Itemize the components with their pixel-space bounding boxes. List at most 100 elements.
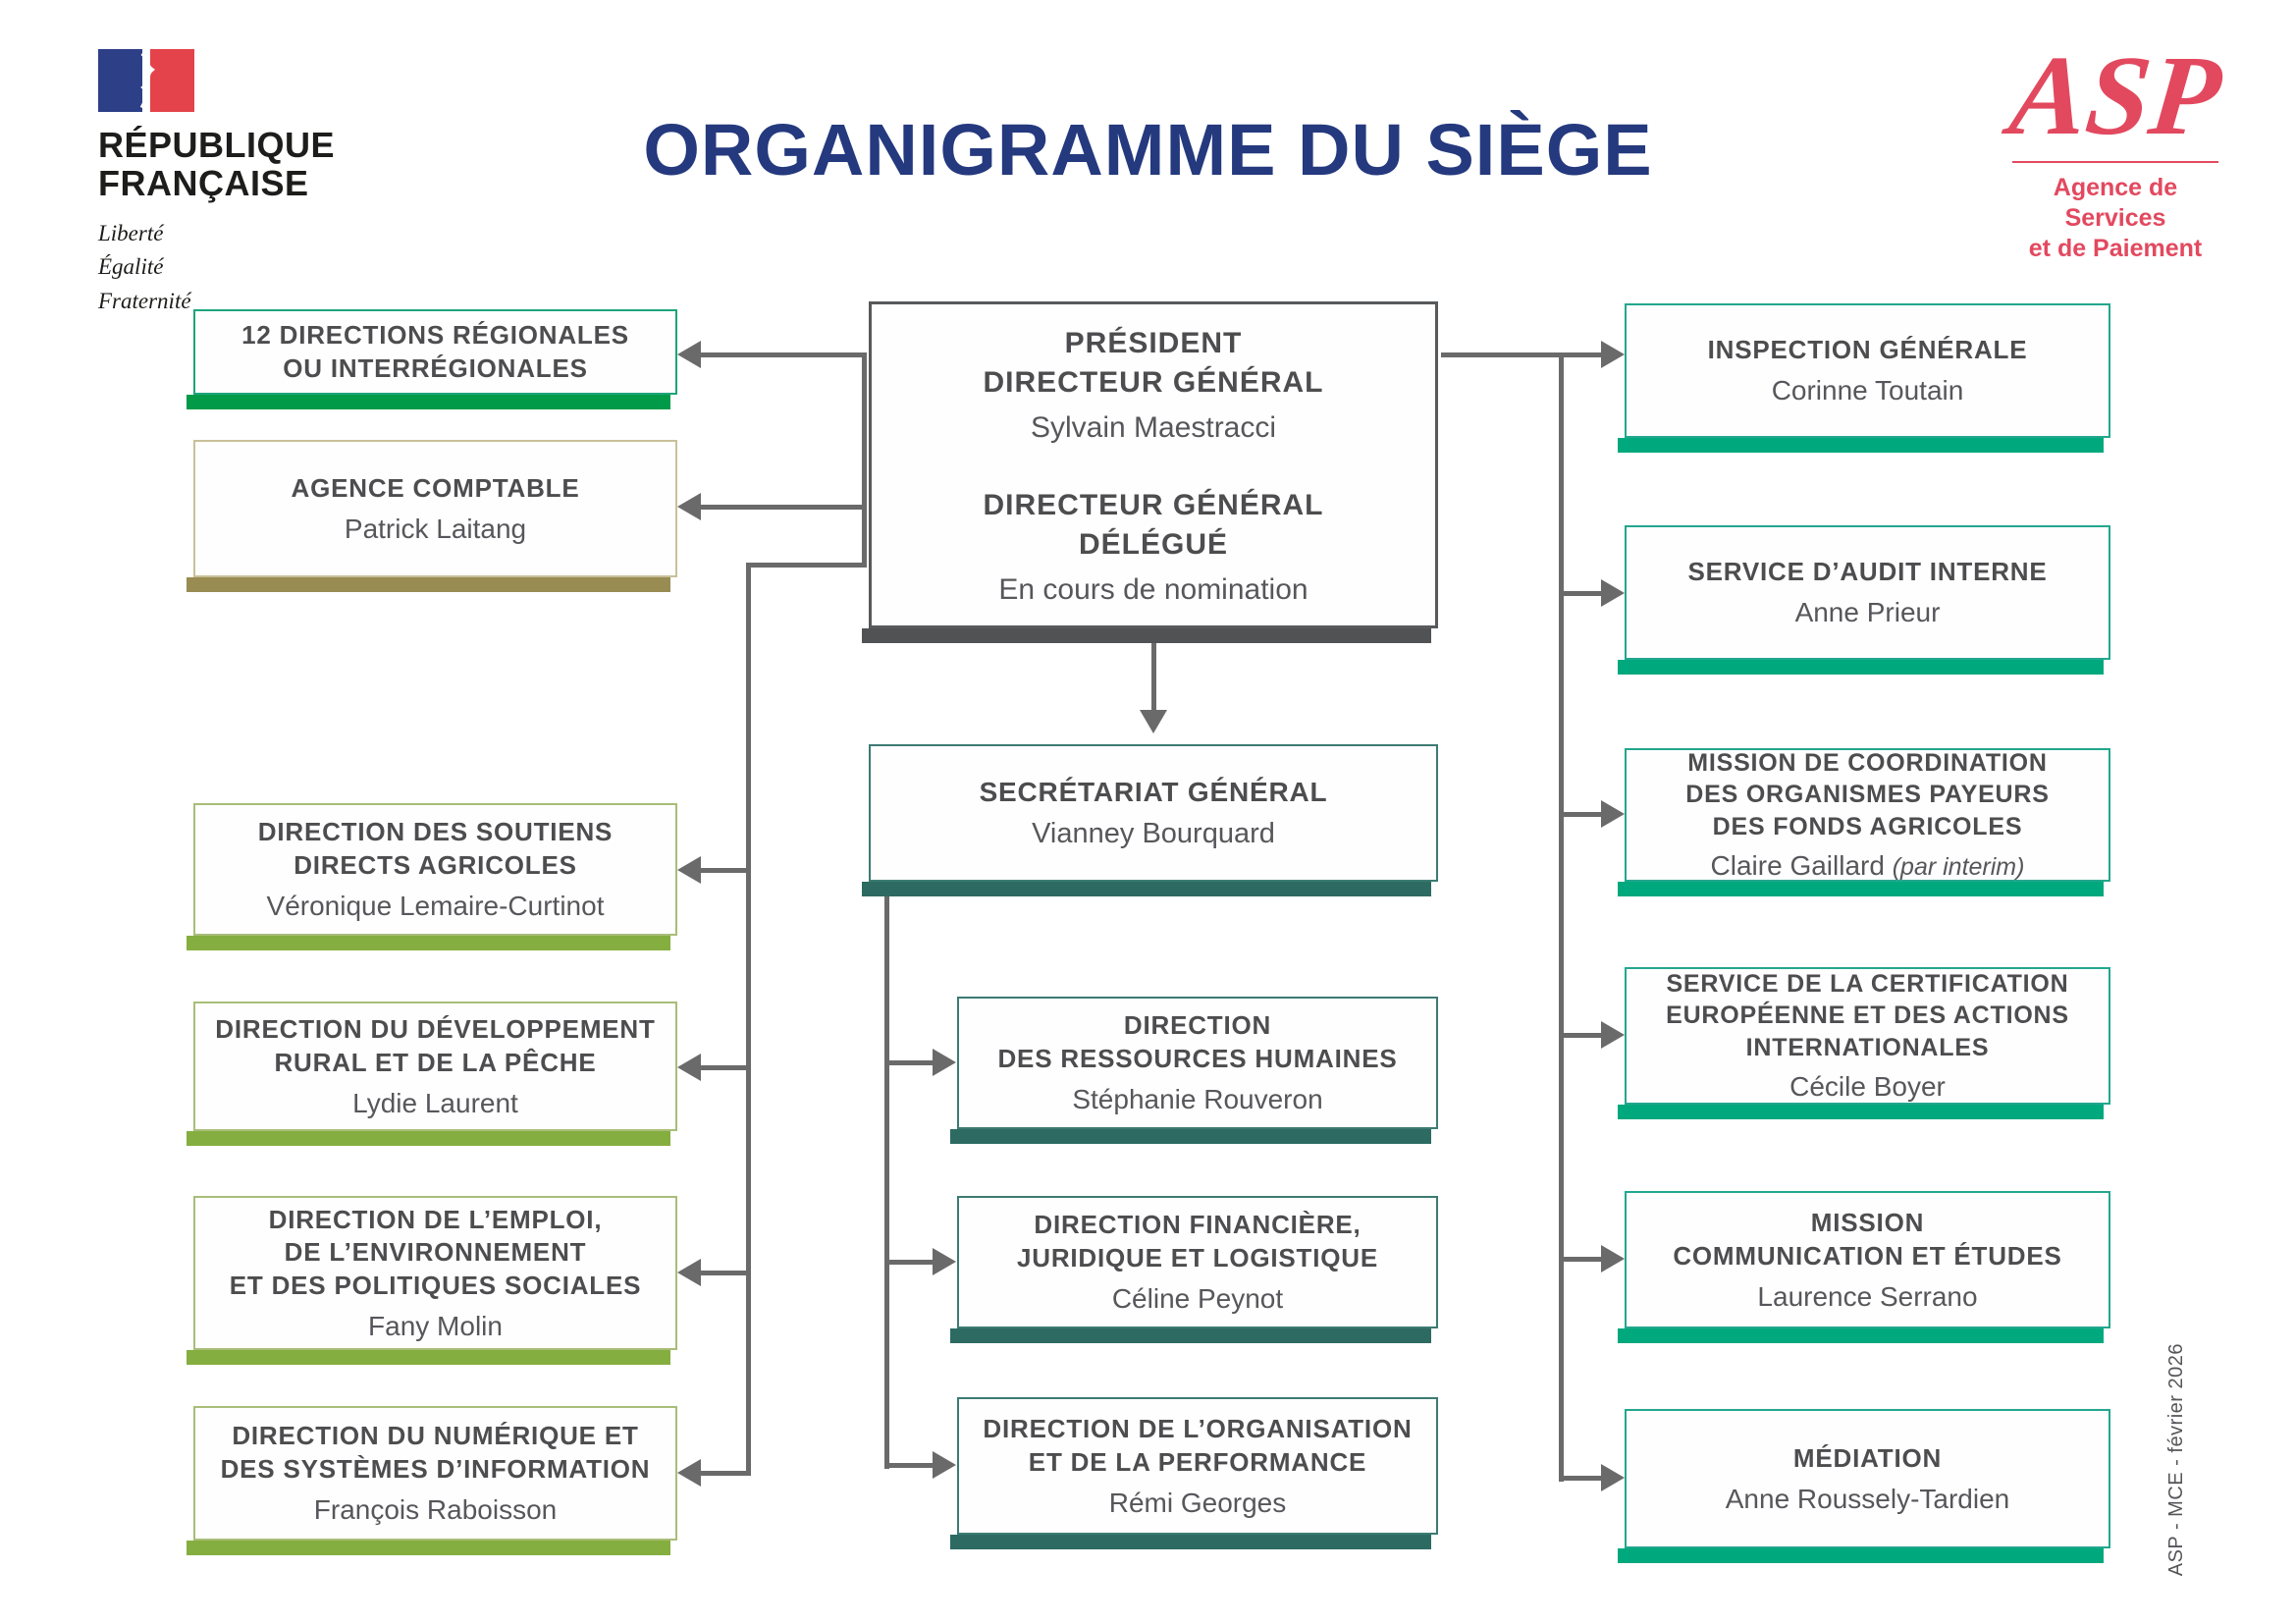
box-accent-bar: [187, 1131, 670, 1146]
arrowhead-right-icon: [1601, 800, 1625, 828]
connector-line: [699, 1271, 751, 1275]
box-title: DIRECTION DES SOUTIENS DIRECTS AGRICOLES: [257, 817, 614, 881]
connector-line: [862, 352, 867, 568]
box-direction-ressources-humaines: DIRECTION DES RESSOURCES HUMAINES Stépha…: [950, 997, 1438, 1144]
box-person: Sylvain Maestracci: [1030, 410, 1277, 444]
box-card: DIRECTION DES RESSOURCES HUMAINES Stépha…: [957, 997, 1438, 1129]
asp-subtitle-line1: Agence de Services: [2053, 173, 2178, 233]
box-title: DIRECTION DU DÉVELOPPEMENT RURAL ET DE L…: [215, 1013, 656, 1077]
republique-wordmark: RÉPUBLIQUE FRANÇAISE: [98, 125, 353, 203]
arrowhead-left-icon: [677, 856, 701, 884]
asp-logo-divider: [2012, 160, 2218, 163]
box-person: Stéphanie Rouveron: [1072, 1084, 1323, 1114]
box-title: DIRECTION DE L’EMPLOI, DE L’ENVIRONNEMEN…: [229, 1204, 642, 1301]
box-title: DIRECTION FINANCIÈRE, JURIDIQUE ET LOGIS…: [1017, 1210, 1378, 1273]
arrowhead-down-icon: [1140, 710, 1167, 733]
box-direction-soutiens-directs-agricoles: DIRECTION DES SOUTIENS DIRECTS AGRICOLES…: [187, 803, 677, 950]
arrowhead-right-icon: [1601, 579, 1625, 607]
arrowhead-left-icon: [677, 1459, 701, 1487]
asp-subtitle: Agence de Services et de Paiement: [2002, 173, 2228, 265]
connector-line: [884, 896, 889, 1469]
box-person: Vianney Bourquard: [1032, 818, 1275, 850]
box-accent-bar: [950, 1535, 1431, 1549]
connector-line: [889, 1260, 934, 1265]
box-person: Laurence Serrano: [1757, 1280, 1978, 1312]
connector-line: [1564, 812, 1601, 817]
box-card: DIRECTION DES SOUTIENS DIRECTS AGRICOLES…: [193, 803, 677, 936]
connector-line: [699, 352, 867, 357]
connector-line: [699, 868, 751, 873]
box-title: INSPECTION GÉNÉRALE: [1707, 335, 2028, 365]
box-direction-developpement-rural-peche: DIRECTION DU DÉVELOPPEMENT RURAL ET DE L…: [187, 1001, 677, 1146]
box-direction-numerique-systemes-information: DIRECTION DU NUMÉRIQUE ET DES SYSTÈMES D…: [187, 1406, 677, 1555]
box-title: MISSION DE COORDINATION DES ORGANISMES P…: [1685, 748, 2050, 840]
connector-line: [746, 563, 867, 568]
box-directions-regionales: 12 DIRECTIONS RÉGIONALES OU INTERRÉGIONA…: [187, 309, 677, 409]
box-card: SERVICE DE LA CERTIFICATION EUROPÉENNE E…: [1625, 967, 2110, 1105]
motto-liberte: Liberté: [98, 220, 164, 245]
connector-line: [699, 505, 867, 510]
box-mediation: MÉDIATION Anne Roussely-Tardien: [1618, 1409, 2110, 1563]
box-card: DIRECTION FINANCIÈRE, JURIDIQUE ET LOGIS…: [957, 1196, 1438, 1328]
box-card: MISSION DE COORDINATION DES ORGANISMES P…: [1625, 748, 2110, 882]
arrowhead-left-icon: [677, 1259, 701, 1286]
arrowhead-left-icon: [677, 493, 701, 520]
box-service-audit-interne: SERVICE D’AUDIT INTERNE Anne Prieur: [1618, 525, 2110, 675]
box-accent-bar: [187, 577, 670, 592]
arrowhead-right-icon: [1601, 1021, 1625, 1049]
box-accent-bar: [187, 936, 670, 950]
connector-line: [1564, 1476, 1601, 1481]
box-card: SERVICE D’AUDIT INTERNE Anne Prieur: [1625, 525, 2110, 660]
republique-line1: RÉPUBLIQUE: [98, 125, 336, 165]
box-title: DIRECTION DE L’ORGANISATION ET DE LA PER…: [983, 1413, 1413, 1477]
box-president-directeur-general: PRÉSIDENT DIRECTEUR GÉNÉRAL Sylvain Maes…: [862, 301, 1438, 643]
box-person: Corinne Toutain: [1771, 375, 1964, 406]
connector-line: [746, 563, 751, 1476]
motto-egalite: Égalité: [98, 254, 164, 280]
person-name-suffix: (par interim): [1892, 853, 2025, 882]
box-card: DIRECTION DE L’EMPLOI, DE L’ENVIRONNEMEN…: [193, 1196, 677, 1350]
box-card: MÉDIATION Anne Roussely-Tardien: [1625, 1409, 2110, 1548]
arrowhead-left-icon: [677, 1054, 701, 1081]
connector-line: [699, 1065, 751, 1070]
box-inspection-generale: INSPECTION GÉNÉRALE Corinne Toutain: [1618, 303, 2110, 453]
arrowhead-right-icon: [1601, 1245, 1625, 1272]
box-accent-bar: [1618, 1328, 2104, 1343]
box-direction-organisation-performance: DIRECTION DE L’ORGANISATION ET DE LA PER…: [950, 1397, 1438, 1549]
box-title: SERVICE D’AUDIT INTERNE: [1687, 557, 2048, 587]
box-mission-coordination-organismes-payeurs: MISSION DE COORDINATION DES ORGANISMES P…: [1618, 748, 2110, 896]
box-person: Véronique Lemaire-Curtinot: [266, 891, 605, 921]
french-flag-icon: [98, 49, 194, 112]
box-accent-bar: [862, 882, 1431, 896]
box-accent-bar: [862, 628, 1431, 643]
box-title: 12 DIRECTIONS RÉGIONALES OU INTERRÉGIONA…: [241, 319, 629, 383]
box-accent-bar: [187, 1541, 670, 1555]
box-person: Céline Peynot: [1111, 1283, 1284, 1314]
box-accent-bar: [950, 1129, 1431, 1144]
box-card: DIRECTION DU DÉVELOPPEMENT RURAL ET DE L…: [193, 1001, 677, 1131]
box-person: Anne Roussely-Tardien: [1725, 1483, 2010, 1514]
box-card: DIRECTION DE L’ORGANISATION ET DE LA PER…: [957, 1397, 1438, 1535]
arrowhead-right-icon: [933, 1451, 956, 1479]
box-person: François Raboisson: [313, 1494, 558, 1525]
box-person: Anne Prieur: [1794, 597, 1941, 628]
box-person: Lydie Laurent: [352, 1087, 518, 1118]
arrowhead-right-icon: [933, 1248, 956, 1275]
box-title: MÉDIATION: [1792, 1442, 1943, 1473]
box-title: PRÉSIDENT DIRECTEUR GÉNÉRAL: [983, 326, 1324, 400]
box-person: Cécile Boyer: [1789, 1071, 1946, 1103]
connector-line: [889, 1463, 934, 1468]
republique-motto: Liberté Égalité Fraternité: [98, 217, 353, 319]
box-card: MISSION COMMUNICATION ET ÉTUDES Laurence…: [1625, 1191, 2110, 1328]
box-person: Rémi Georges: [1108, 1487, 1287, 1518]
page-title: ORGANIGRAMME DU SIÈGE: [643, 109, 1653, 190]
box-title: SECRÉTARIAT GÉNÉRAL: [979, 776, 1328, 807]
box-accent-bar: [187, 1350, 670, 1365]
connector-line: [699, 1471, 751, 1476]
box-person: Fany Molin: [368, 1310, 503, 1341]
box-mission-communication-etudes: MISSION COMMUNICATION ET ÉTUDES Laurence…: [1618, 1191, 2110, 1343]
box-accent-bar: [1618, 1105, 2104, 1119]
asp-logo: ASP Agence de Services et de Paiement: [2002, 33, 2228, 265]
box-card: DIRECTION DU NUMÉRIQUE ET DES SYSTÈMES D…: [193, 1406, 677, 1541]
box-card: SECRÉTARIAT GÉNÉRAL Vianney Bourquard: [869, 744, 1438, 882]
